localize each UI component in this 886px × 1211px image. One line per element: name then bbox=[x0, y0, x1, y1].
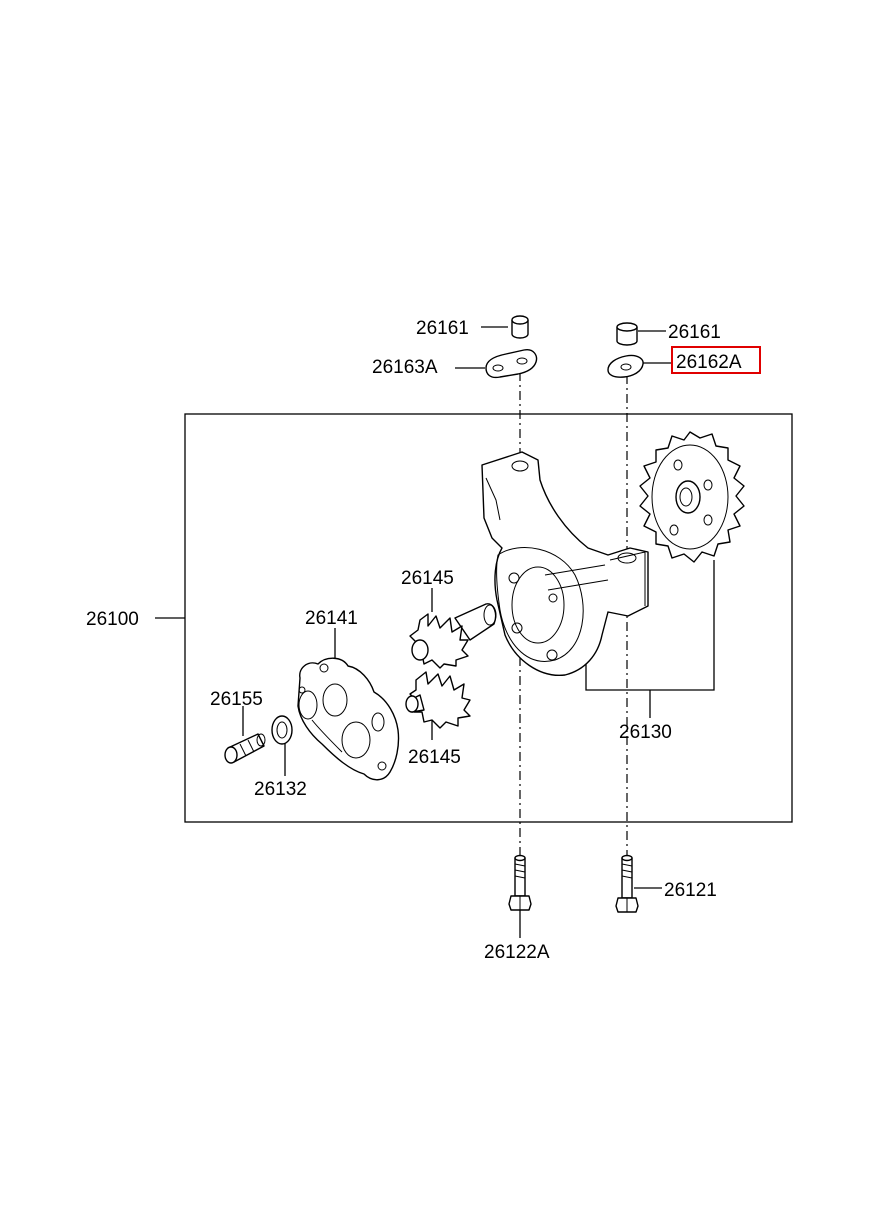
label-26161-left[interactable]: 26161 bbox=[416, 318, 469, 339]
pump-gear-26145-bottom bbox=[405, 671, 471, 729]
pump-gear-26145-top bbox=[409, 603, 497, 669]
highlight-box-26162A bbox=[671, 346, 761, 374]
label-26145-bottom[interactable]: 26145 bbox=[408, 747, 461, 768]
label-26155[interactable]: 26155 bbox=[210, 689, 263, 710]
label-26141[interactable]: 26141 bbox=[305, 608, 358, 629]
label-26161-right[interactable]: 26161 bbox=[668, 322, 721, 343]
washer-26132 bbox=[271, 715, 293, 745]
label-26163A[interactable]: 26163A bbox=[372, 357, 438, 378]
bushing-26161-left bbox=[511, 315, 529, 339]
relief-plug-26155 bbox=[224, 733, 266, 764]
plate-26162A bbox=[607, 354, 644, 378]
label-26132[interactable]: 26132 bbox=[254, 779, 307, 800]
label-26162A[interactable]: 26162A bbox=[676, 352, 742, 373]
bolt-26121 bbox=[615, 854, 639, 913]
label-26145-top[interactable]: 26145 bbox=[401, 568, 454, 589]
bushing-26161-right bbox=[616, 322, 638, 346]
plate-26163A bbox=[485, 348, 538, 379]
bolt-26122A bbox=[508, 854, 532, 911]
label-26130[interactable]: 26130 bbox=[619, 722, 672, 743]
label-26100[interactable]: 26100 bbox=[86, 609, 139, 630]
label-26121[interactable]: 26121 bbox=[664, 880, 717, 901]
pump-cover-26141 bbox=[297, 657, 400, 781]
drive-gear bbox=[639, 431, 745, 563]
pump-housing-26130 bbox=[481, 451, 649, 676]
label-26122A[interactable]: 26122A bbox=[484, 942, 550, 963]
